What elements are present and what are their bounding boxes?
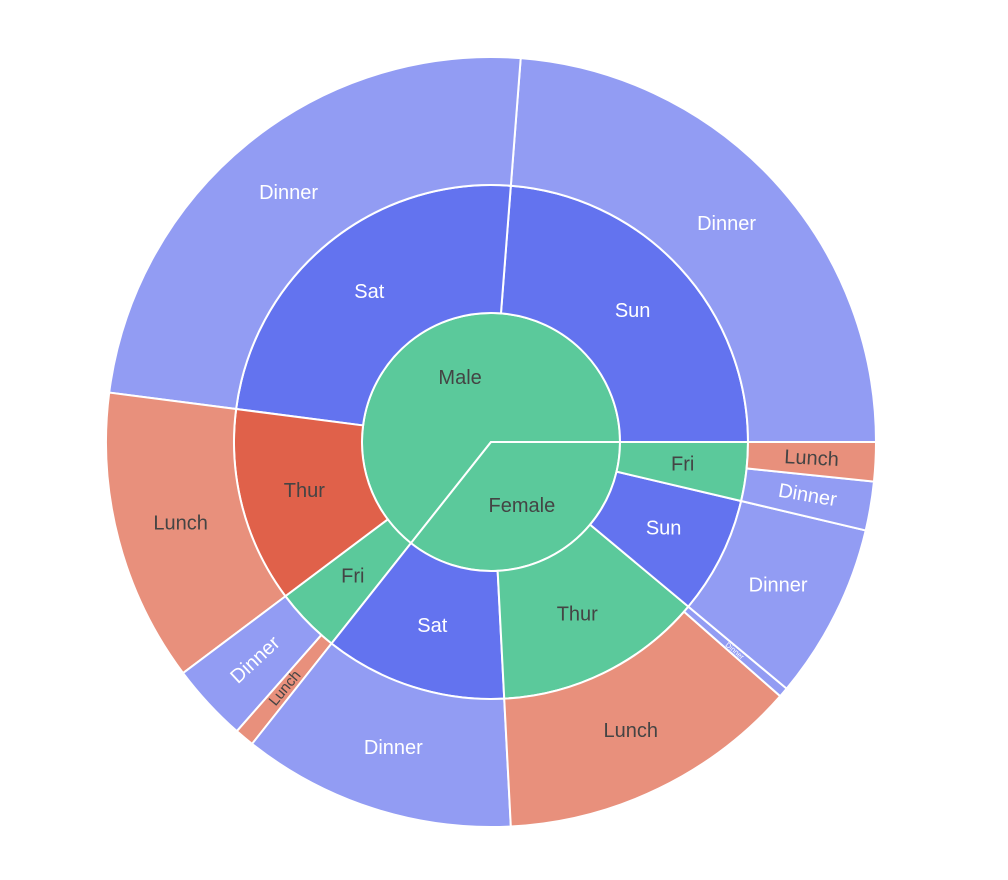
sunburst-slices — [105, 56, 878, 828]
slice-male-sun-dinner[interactable] — [509, 57, 878, 443]
slice-female-fri-lunch[interactable] — [745, 441, 878, 483]
slice-male-sat-dinner[interactable] — [108, 56, 522, 411]
